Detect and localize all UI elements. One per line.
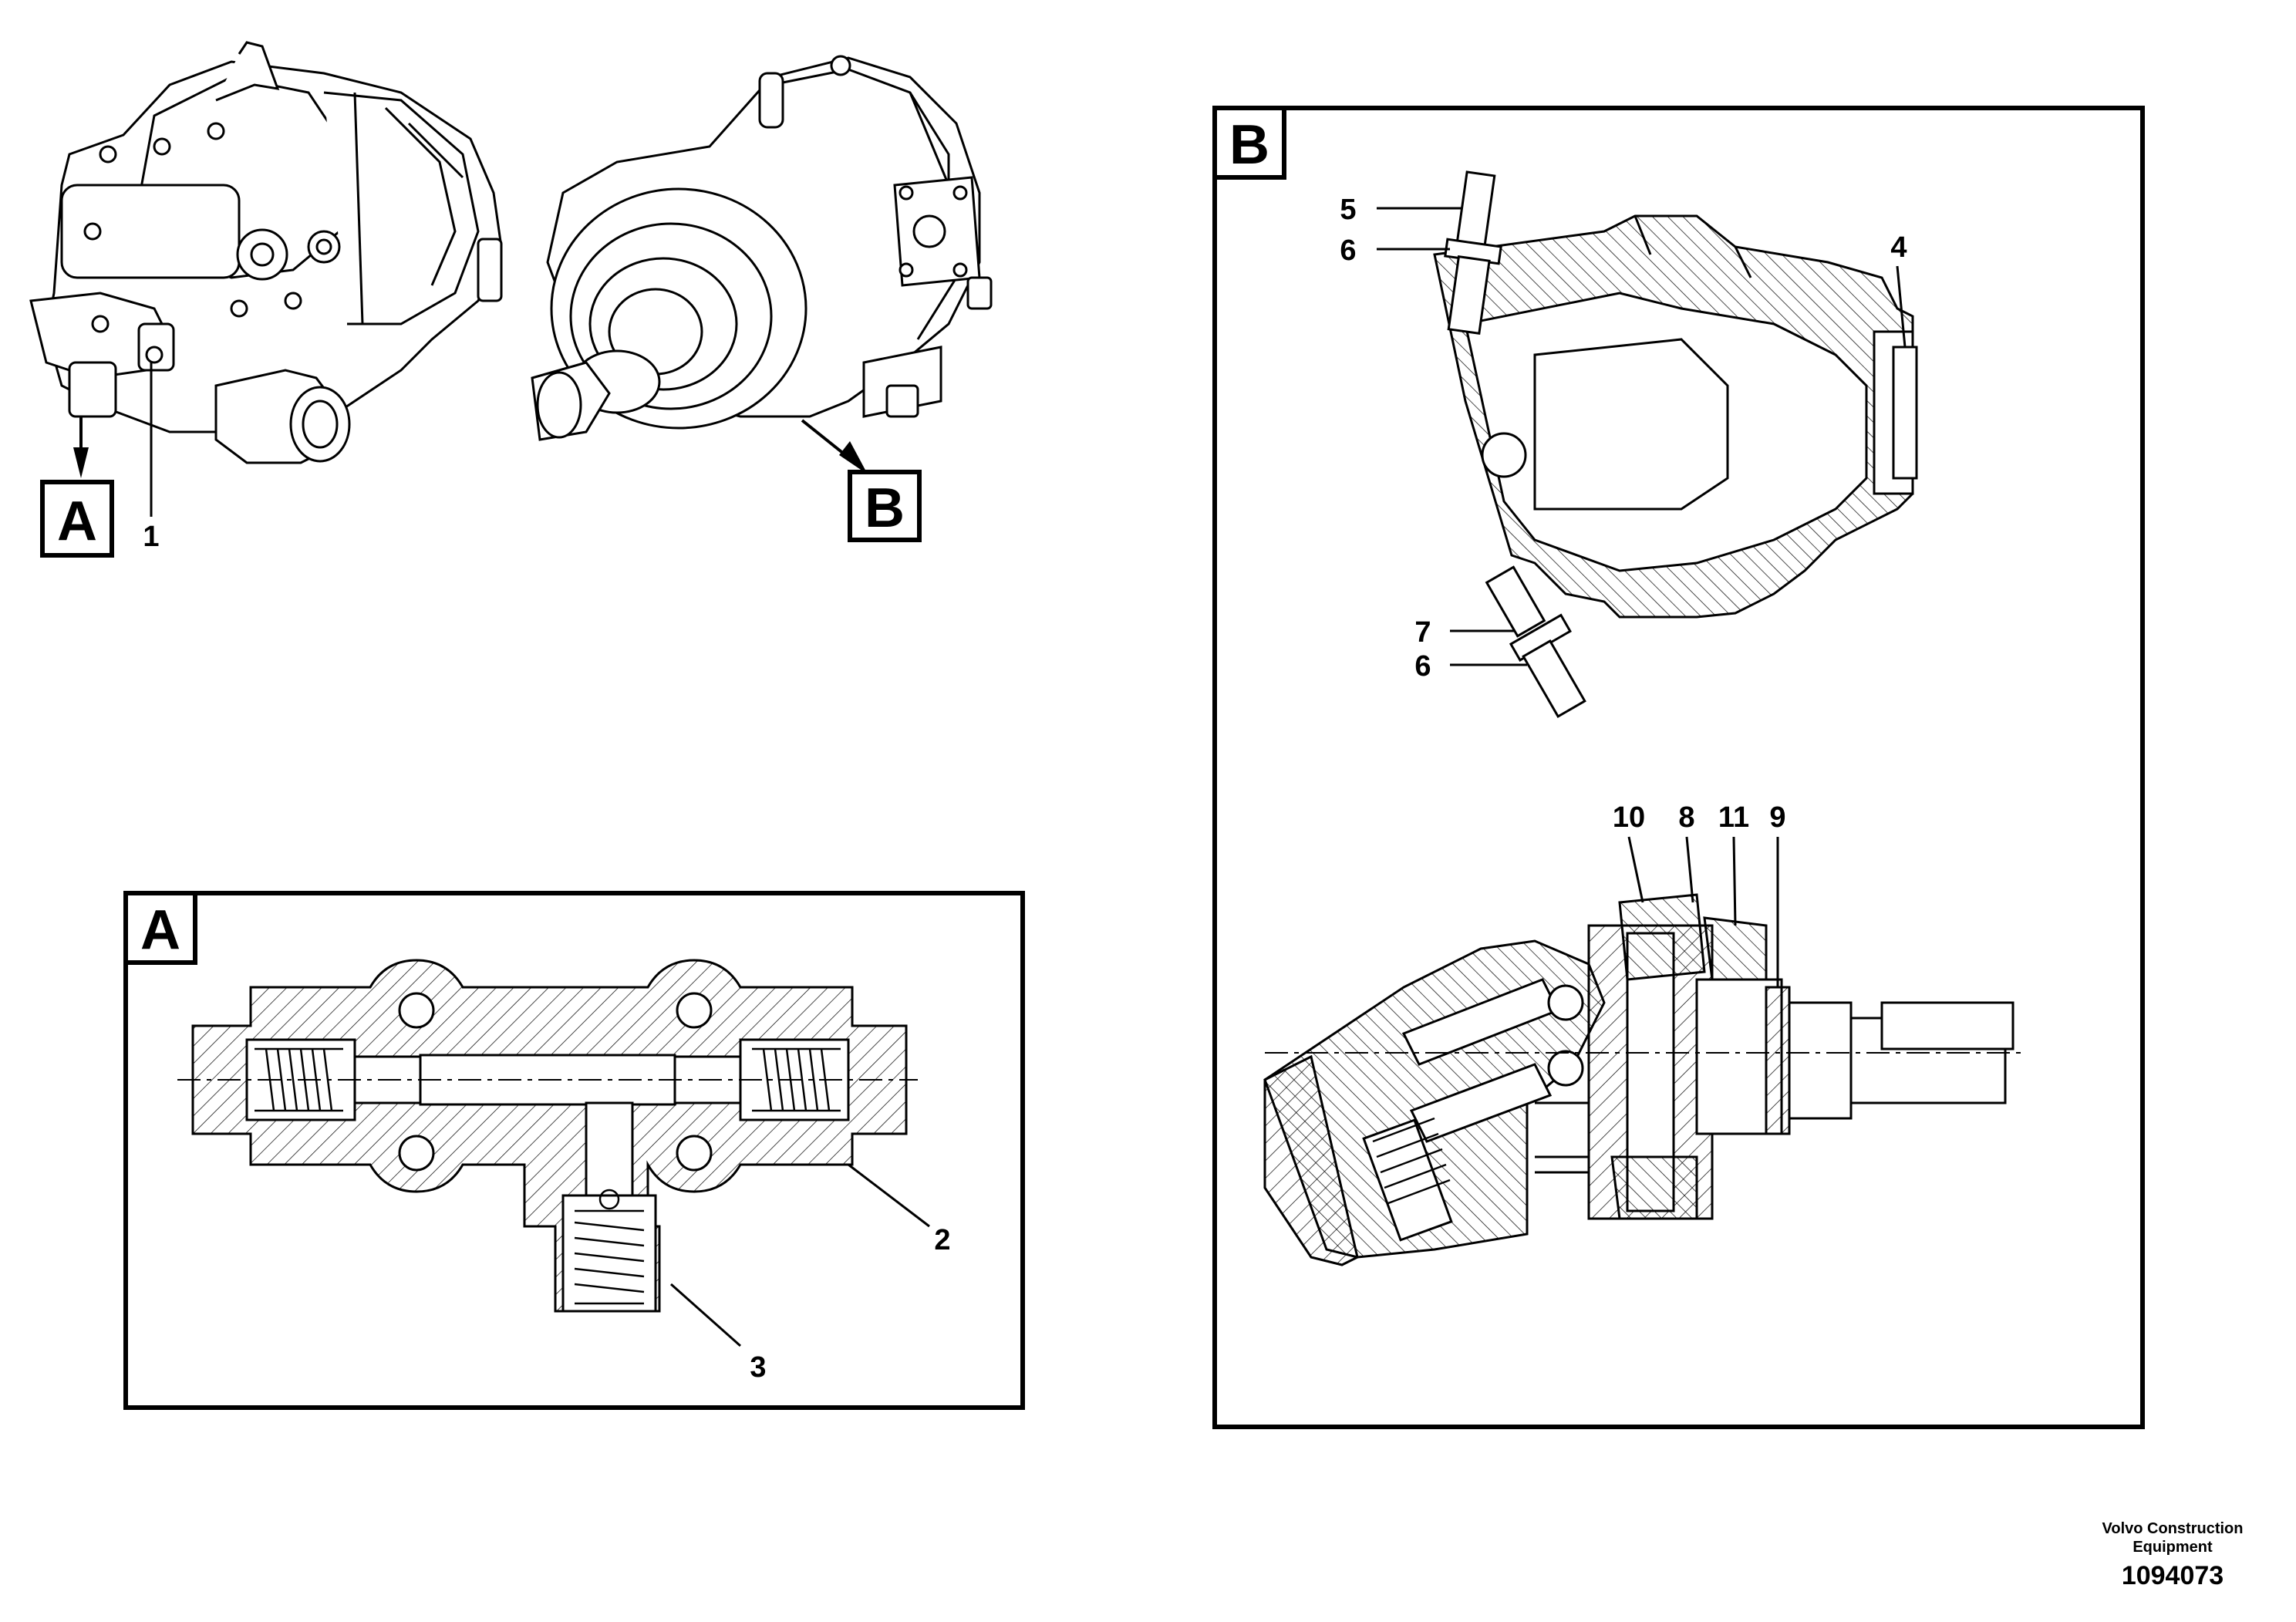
callout-3: 3 [750, 1351, 766, 1384]
callout-9: 9 [1769, 801, 1785, 834]
detail-a-frame [123, 891, 1025, 1410]
pointer-arrow [73, 447, 89, 478]
callout-7: 7 [1414, 616, 1431, 649]
leader-2 [848, 1163, 930, 1228]
leader-8 [1685, 836, 1694, 903]
view-label-box-b-top [848, 470, 922, 542]
detail-b-label-box [1212, 106, 1286, 180]
callout-8: 8 [1678, 801, 1694, 834]
callout-5: 5 [1340, 194, 1356, 226]
callout-1: 1 [143, 521, 159, 553]
motor-housing-section [1433, 170, 1918, 719]
leader-3 [670, 1283, 741, 1347]
callout-6b: 6 [1414, 650, 1431, 683]
footer-block: Volvo Construction Equipment 1094073 [2072, 1519, 2273, 1591]
motor-view-rear [531, 55, 993, 441]
callout-2: 2 [934, 1224, 950, 1256]
callout-4: 4 [1890, 231, 1907, 264]
callout-10: 10 [1613, 801, 1645, 834]
valve-cross-section [177, 959, 918, 1313]
detail-a-label-box [123, 891, 197, 965]
leader-4 [1896, 265, 1907, 348]
view-label-b-top: B [865, 477, 905, 539]
company-name-line-1: Volvo Construction [2102, 1520, 2244, 1537]
leader-11 [1732, 836, 1737, 926]
detail-b-label: B [1229, 114, 1269, 176]
leader-10 [1627, 836, 1644, 903]
detail-b-frame [1212, 106, 2145, 1429]
motor-view-front [29, 41, 503, 464]
pointer-arrow [839, 441, 868, 474]
rotating-group-section [1263, 893, 2021, 1266]
detail-a-label: A [140, 899, 180, 961]
document-number: 1094073 [2121, 1561, 2224, 1590]
company-name-line-2: Equipment [2132, 1539, 2213, 1556]
callout-6a: 6 [1340, 234, 1356, 267]
callout-11: 11 [1718, 801, 1749, 834]
view-label-a-top: A [57, 491, 97, 552]
view-label-box-a-top [40, 480, 114, 558]
